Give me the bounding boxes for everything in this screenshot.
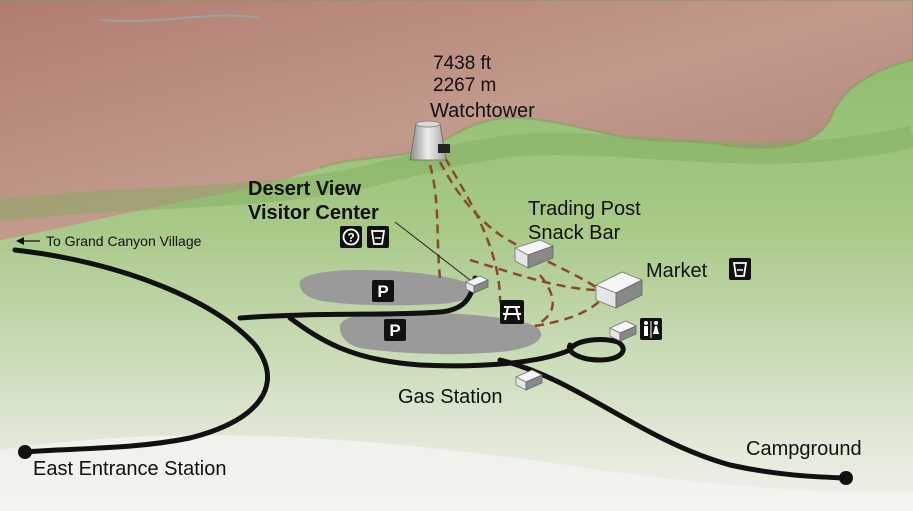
- market-building: [595, 271, 643, 309]
- watchtower-label[interactable]: Watchtower: [430, 100, 535, 122]
- parking-label-lower: P: [389, 321, 400, 340]
- visitor-center-label-line1[interactable]: Desert View: [248, 178, 361, 200]
- gas-station-label[interactable]: Gas Station: [398, 386, 503, 408]
- trading-post-label-line2[interactable]: Snack Bar: [528, 222, 621, 244]
- east-entrance-label[interactable]: East Entrance Station: [33, 458, 226, 480]
- information-icon[interactable]: ?: [340, 226, 362, 248]
- elevation-ft-label: 7438 ft: [433, 53, 492, 74]
- canyon-rock-area: [0, 0, 913, 240]
- svg-text:?: ?: [347, 231, 354, 245]
- parking-icon-lower: P: [384, 319, 406, 341]
- walking-trails: [428, 157, 606, 328]
- campground-marker: [839, 471, 853, 485]
- drinking-water-icon[interactable]: [367, 226, 389, 248]
- river: [99, 14, 261, 23]
- trading-post-label-line1[interactable]: Trading Post: [528, 198, 641, 220]
- gas-station-building: [515, 369, 543, 391]
- restroom-icon[interactable]: [640, 318, 662, 340]
- picnic-table-icon[interactable]: [500, 300, 524, 324]
- campground-label[interactable]: Campground: [746, 438, 862, 460]
- trading-post-building: [513, 239, 555, 269]
- visitor-center-building: [465, 275, 489, 294]
- visitor-center-leader: [394, 221, 471, 281]
- to-village-label[interactable]: To Grand Canyon Village: [46, 233, 202, 249]
- elevation-m-label: 2267 m: [433, 75, 496, 96]
- roads: [12, 247, 848, 481]
- parking-label-upper: P: [377, 282, 388, 301]
- drinking-water-icon-market[interactable]: [729, 258, 751, 280]
- lower-terrain-fade: [0, 435, 913, 511]
- east-entrance-marker: [18, 445, 32, 459]
- visitor-center-label-line2[interactable]: Visitor Center: [248, 202, 379, 224]
- market-label[interactable]: Market: [646, 260, 708, 282]
- to-village-arrow-icon: [16, 237, 40, 245]
- parking-icon: P: [372, 280, 394, 302]
- restroom-building: [609, 320, 637, 342]
- watchtower-building: [409, 120, 450, 161]
- forest-band: [0, 125, 913, 221]
